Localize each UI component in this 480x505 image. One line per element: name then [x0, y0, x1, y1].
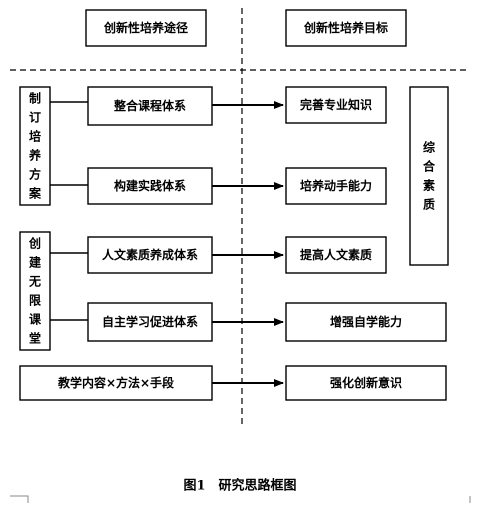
vertical-char: 订 — [29, 110, 41, 125]
vertical-char: 限 — [29, 293, 41, 308]
summary-label: 综合素质 — [423, 140, 436, 212]
approach-box-curriculum: 整合课程体系 — [87, 86, 213, 126]
vertical-char: 课 — [29, 312, 42, 327]
vertical-char: 无 — [28, 275, 41, 289]
approach-label: 整合课程体系 — [113, 98, 186, 113]
approach-label: 构建实践体系 — [114, 178, 186, 193]
approach-label: 教学内容×方法×手段 — [57, 375, 175, 390]
approach-box-humanities: 人文素质养成体系 — [87, 236, 213, 274]
vertical-char: 合 — [423, 159, 436, 174]
vertical-char: 创 — [28, 236, 41, 251]
approach-label: 人文素质养成体系 — [102, 247, 198, 262]
goal-label: 增强自学能力 — [330, 314, 402, 329]
classroom-group-label: 创建无限课堂 — [28, 236, 42, 346]
approach-box-practice: 构建实践体系 — [87, 167, 213, 205]
approach-box-teaching: 教学内容×方法×手段 — [19, 365, 213, 401]
header-goals-box: 创新性培养目标 — [285, 9, 407, 47]
goal-box-innovation: 强化创新意识 — [285, 365, 447, 401]
corner-mark-left — [10, 495, 29, 503]
vertical-char: 养 — [28, 148, 41, 163]
vertical-char: 堂 — [29, 331, 41, 346]
vertical-char: 培 — [29, 129, 41, 144]
header-goals-label: 创新性培养目标 — [303, 20, 388, 35]
goal-label: 提高人文素质 — [300, 247, 372, 262]
plan-group-label: 制订培养方案 — [28, 91, 42, 201]
plan-group-box: 制订培养方案 — [19, 86, 51, 206]
goal-box-handson: 培养动手能力 — [285, 167, 387, 205]
header-approaches-label: 创新性培养途径 — [103, 20, 188, 35]
classroom-group-box: 创建无限课堂 — [19, 231, 51, 351]
vertical-char: 案 — [28, 186, 42, 201]
vertical-char: 综 — [423, 140, 435, 155]
vertical-char: 建 — [28, 255, 42, 270]
vertical-char: 素 — [423, 178, 435, 193]
figure-caption: 图1 研究思路框图 — [183, 478, 296, 494]
approach-label: 自主学习促进体系 — [102, 314, 198, 329]
vertical-char: 制 — [29, 91, 41, 106]
goal-box-knowledge: 完善专业知识 — [285, 86, 387, 124]
vertical-char: 方 — [29, 167, 41, 182]
goal-label: 强化创新意识 — [330, 375, 402, 390]
goal-box-selfstudy: 增强自学能力 — [285, 302, 447, 342]
header-approaches-box: 创新性培养途径 — [85, 9, 207, 47]
approach-box-selfstudy: 自主学习促进体系 — [87, 302, 213, 342]
goal-label: 完善专业知识 — [300, 97, 372, 112]
goal-box-quality: 提高人文素质 — [285, 236, 387, 274]
summary-box: 综合素质 — [409, 86, 449, 266]
goal-label: 培养动手能力 — [300, 178, 372, 193]
vertical-char: 质 — [423, 197, 435, 212]
